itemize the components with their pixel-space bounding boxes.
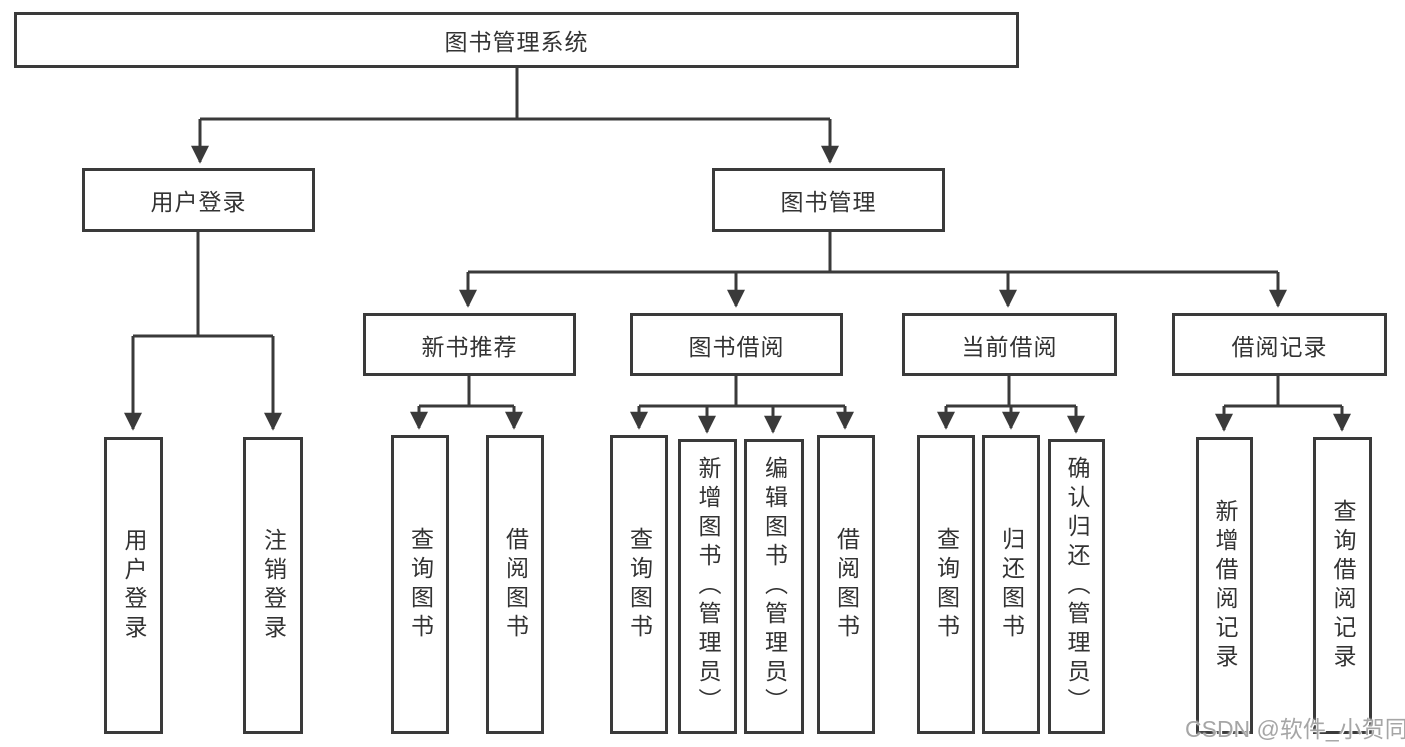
leaf-label: 查询图书	[626, 526, 653, 643]
node-leaf-recommend-borrow-books: 借阅图书	[486, 435, 544, 734]
node-user-login-label: 用户登录	[150, 189, 247, 215]
leaf-label: 借阅图书	[502, 526, 529, 643]
node-book-borrowing-label: 图书借阅	[688, 333, 785, 360]
node-leaf-borrowing-borrow-books: 借阅图书	[817, 435, 875, 734]
leaf-label: 查询图书	[407, 526, 434, 643]
node-leaf-current-query-books: 查询图书	[917, 435, 975, 734]
leaf-label: 查询图书	[933, 526, 960, 643]
node-current-borrowing: 当前借阅	[902, 313, 1117, 376]
leaf-label: 新增图书（管理员）	[695, 456, 721, 717]
node-root: 图书管理系统	[14, 12, 1019, 68]
leaf-label: 注销登录	[260, 527, 287, 644]
leaf-label: 确认归还（管理员）	[1064, 456, 1090, 717]
leaf-label: 归还图书	[998, 526, 1025, 643]
leaf-label: 查询借阅记录	[1330, 498, 1356, 673]
node-book-management: 图书管理	[712, 168, 945, 232]
leaf-label: 用户登录	[121, 527, 147, 644]
leaf-label: 编辑图书（管理员）	[761, 456, 788, 717]
node-leaf-edit-books-admin: 编辑图书（管理员）	[744, 439, 804, 734]
node-leaf-return-books: 归还图书	[982, 435, 1040, 734]
csdn-watermark: CSDN @软件_小贺同学	[1185, 716, 1405, 742]
node-leaf-recommend-query-books: 查询图书	[391, 435, 449, 734]
node-new-book-recommend-label: 新书推荐	[421, 333, 518, 360]
node-leaf-user-login: 用户登录	[104, 437, 163, 734]
leaf-label: 借阅图书	[833, 526, 860, 643]
node-root-label: 图书管理系统	[444, 29, 589, 55]
node-current-borrowing-label: 当前借阅	[961, 333, 1058, 360]
node-user-login: 用户登录	[82, 168, 315, 232]
leaf-label: 新增借阅记录	[1212, 498, 1238, 673]
node-leaf-add-borrow-record: 新增借阅记录	[1196, 437, 1253, 734]
node-leaf-logout: 注销登录	[243, 437, 303, 734]
node-book-management-label: 图书管理	[780, 189, 877, 215]
node-leaf-borrowing-query-books: 查询图书	[610, 435, 668, 734]
node-leaf-confirm-return-admin: 确认归还（管理员）	[1048, 439, 1105, 734]
node-leaf-add-books-admin: 新增图书（管理员）	[678, 439, 737, 734]
node-borrowing-records: 借阅记录	[1172, 313, 1387, 376]
node-borrowing-records-label: 借阅记录	[1231, 333, 1328, 360]
node-book-borrowing: 图书借阅	[630, 313, 843, 376]
node-new-book-recommend: 新书推荐	[363, 313, 576, 376]
node-leaf-query-borrow-record: 查询借阅记录	[1313, 437, 1372, 734]
